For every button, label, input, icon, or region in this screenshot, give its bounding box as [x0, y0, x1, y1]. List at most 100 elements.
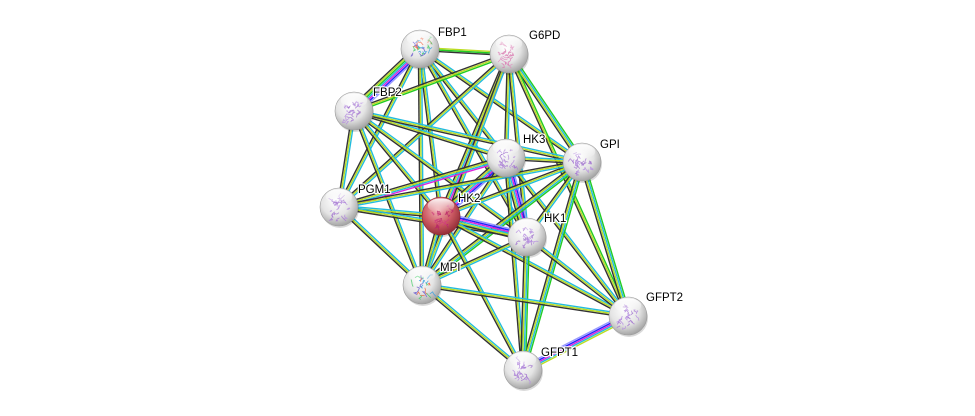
structure-stroke: [527, 378, 531, 384]
structure-stroke: [443, 218, 450, 223]
edge-evidence-databases: [523, 162, 584, 371]
edge-evidence-textmining: [508, 53, 629, 317]
edge-gpi-mpi[interactable]: [420, 159, 584, 288]
node-label-hk1[interactable]: HK1: [543, 212, 568, 227]
node-label-gpi[interactable]: GPI: [599, 138, 621, 153]
node-highlight: [325, 189, 353, 204]
edge-gpi-gfpt1[interactable]: [520, 161, 585, 371]
structure-stroke: [419, 294, 425, 297]
structure-stroke: [582, 167, 586, 171]
node-label-mpi[interactable]: MPI: [439, 261, 462, 276]
structure-stroke: [420, 284, 424, 289]
node-label-gfpt2[interactable]: GFPT2: [645, 291, 685, 306]
structure-stroke: [627, 316, 630, 320]
structure-stroke: [584, 166, 589, 174]
node-label-gfpt1[interactable]: GFPT1: [540, 346, 580, 361]
edge-evidence-experiments: [522, 315, 629, 371]
structure-stroke: [419, 283, 424, 288]
structure-stroke: [507, 53, 512, 59]
structure-stroke: [501, 158, 507, 164]
structure-stroke: [434, 219, 438, 223]
structure-stroke: [520, 375, 528, 381]
edge-gpi-hk2[interactable]: [440, 159, 583, 219]
edge-evidence-coexpression: [338, 159, 582, 207]
structure-stroke: [630, 321, 635, 325]
structure-stroke: [514, 165, 519, 170]
node-label-hk2[interactable]: HK2: [457, 192, 482, 207]
edge-evidence-databases: [354, 108, 583, 162]
structure-stroke: [412, 291, 418, 296]
structure-stroke: [580, 160, 585, 166]
node-fbp1[interactable]: [400, 29, 440, 70]
edge-evidence-textmining: [440, 215, 629, 317]
node-mpi[interactable]: [402, 265, 442, 306]
edge-hk1-gfpt1[interactable]: [519, 236, 531, 371]
edge-evidence-databases: [420, 47, 584, 162]
structure-stroke: [522, 233, 527, 238]
edge-hk2-gfpt2[interactable]: [439, 213, 630, 319]
node-highlight: [568, 144, 596, 159]
edge-mpi-gfpt2[interactable]: [421, 282, 629, 319]
structure-stroke: [418, 50, 422, 53]
node-hk3[interactable]: [486, 138, 526, 179]
edge-fbp2-gpi[interactable]: [353, 108, 583, 165]
structure-stroke: [501, 63, 505, 69]
edge-evidence-databases: [420, 47, 508, 158]
node-g6pd[interactable]: [489, 34, 529, 75]
structure-stroke: [499, 166, 504, 169]
edge-gpi-gfpt2[interactable]: [579, 161, 631, 317]
edge-evidence-coexpression: [352, 111, 441, 218]
node-label-g6pd[interactable]: G6PD: [528, 29, 562, 44]
structure-stroke: [503, 158, 509, 163]
edge-gfpt1-gfpt2[interactable]: [521, 312, 630, 374]
node-hk1[interactable]: [507, 217, 547, 258]
structure-stroke: [419, 52, 426, 57]
structure-stroke: [427, 282, 431, 286]
edge-evidence-textmining: [421, 160, 582, 285]
edge-evidence-neighborhood: [524, 162, 585, 371]
edge-evidence-neighborhood: [524, 237, 531, 371]
edge-mpi-gfpt1[interactable]: [420, 283, 525, 372]
node-gpi[interactable]: [562, 142, 602, 183]
node-fbp2[interactable]: [334, 91, 374, 132]
structure-stroke: [512, 369, 518, 377]
edge-g6pd-fbp2[interactable]: [353, 51, 510, 114]
edge-evidence-textmining: [440, 161, 583, 217]
node-pgm1[interactable]: [319, 187, 359, 228]
structure-stroke: [622, 326, 626, 330]
edge-evidence-databases: [422, 162, 583, 287]
structure-stroke: [505, 61, 510, 66]
node-gfpt1[interactable]: [503, 350, 543, 391]
structure-stroke: [588, 160, 593, 164]
edge-evidence-neighborhood: [354, 54, 510, 114]
edge-fbp1-gpi[interactable]: [418, 47, 584, 164]
node-hk2[interactable]: [421, 196, 461, 237]
edge-gpi-pgm1[interactable]: [338, 159, 583, 210]
edge-hk1-gfpt2[interactable]: [525, 235, 630, 318]
structure-stroke: [437, 222, 443, 226]
edge-fbp2-hk2[interactable]: [352, 109, 443, 218]
structure-stroke: [346, 207, 351, 210]
edge-evidence-coexpression: [525, 237, 628, 318]
node-label-pgm1[interactable]: PGM1: [357, 183, 392, 198]
node-label-fbp2[interactable]: FBP2: [372, 86, 403, 101]
edge-evidence-coexpression: [420, 159, 581, 284]
structure-stroke: [504, 61, 507, 65]
node-label-hk3[interactable]: HK3: [522, 133, 547, 148]
structure-stroke: [343, 104, 347, 110]
node-gfpt2[interactable]: [608, 296, 648, 337]
node-label-fbp1[interactable]: FBP1: [437, 26, 468, 41]
edge-evidence-coexpression: [520, 161, 581, 370]
edge-evidence-coexpression: [439, 216, 628, 319]
structure-stroke: [516, 372, 520, 377]
edge-evidence-databases: [509, 53, 584, 162]
structure-stroke: [500, 58, 507, 63]
structure-stroke: [344, 113, 352, 118]
structure-stroke: [502, 163, 508, 168]
protein-structure-icon: [567, 152, 594, 176]
edge-g6pd-gpi[interactable]: [506, 52, 585, 164]
structure-stroke: [518, 370, 524, 376]
edge-evidence-textmining: [580, 162, 628, 317]
structure-stroke: [410, 279, 414, 287]
structure-stroke: [523, 376, 529, 381]
